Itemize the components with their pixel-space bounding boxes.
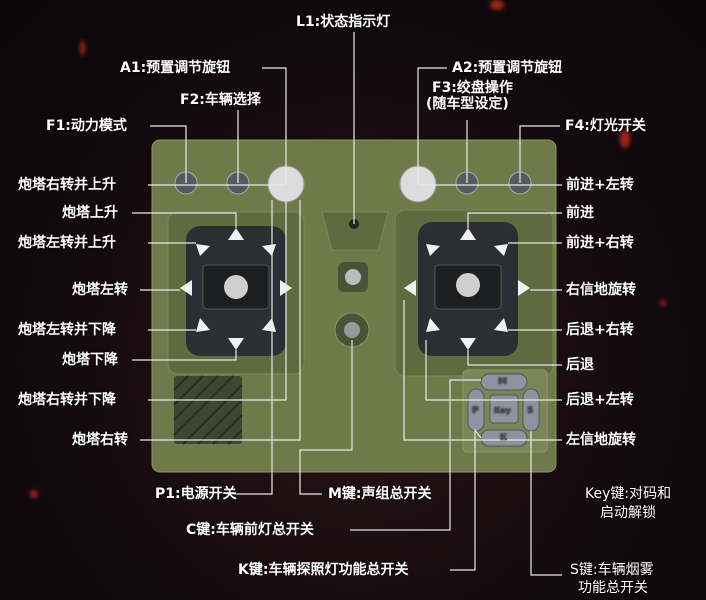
s-key-label-line2: 功能总开关 (578, 580, 648, 596)
f1-label: F1:动力模式 (46, 118, 127, 134)
left-label-4: 炮塔左转 (72, 282, 128, 298)
p-key-letter: P (472, 406, 479, 416)
f3-label-line2: (随车型设定) (426, 96, 509, 112)
m-key-letter: M (498, 377, 507, 387)
left-label-3: 炮塔左转并上升 (18, 235, 116, 251)
left-label-7: 炮塔右转并下降 (18, 392, 116, 408)
right-joystick-knob (456, 273, 480, 297)
s-key-letter: S (527, 406, 534, 416)
right-label-2: 前进 (566, 205, 594, 221)
key-label-line1: Key键:对码和 (585, 486, 672, 502)
a1-label: A1:预置调节旋钮 (120, 60, 231, 76)
center-toggle (344, 322, 360, 338)
left-label-1: 炮塔右转并上升 (18, 177, 116, 193)
f3-label-line1: F3:绞盘操作 (432, 80, 513, 96)
right-label-6: 后退 (566, 357, 594, 373)
left-label-8: 炮塔右转 (72, 432, 128, 448)
right-label-7: 后退+左转 (566, 392, 634, 408)
right-label-1: 前进+左转 (566, 177, 634, 193)
left-joystick-knob (224, 275, 248, 299)
p1-power-switch (345, 269, 361, 285)
p1-label: P1:电源开关 (155, 486, 237, 502)
leader-lines (132, 32, 562, 576)
speaker-grille (174, 376, 242, 444)
k-key-letter: K (500, 433, 507, 443)
m-key[interactable] (480, 373, 528, 391)
l1-label: L1:状态指示灯 (296, 14, 391, 30)
f4-label: F4:灯光开关 (565, 118, 646, 134)
right-label-4: 右信地旋转 (566, 282, 636, 298)
right-label-8: 左信地旋转 (566, 432, 636, 448)
k-key-label: K键:车辆探照灯功能总开关 (238, 562, 409, 578)
key-button[interactable] (489, 394, 519, 424)
key-label-line2: 启动解锁 (600, 505, 656, 521)
left-label-2: 炮塔上升 (62, 205, 118, 221)
right-label-5: 后退+右转 (566, 322, 634, 338)
key-button-letter: Key (494, 406, 511, 415)
a2-label: A2:预置调节旋钮 (452, 60, 563, 76)
m-key-label: M键:声组总开关 (328, 486, 432, 502)
left-label-6: 炮塔下降 (62, 352, 118, 368)
c-key-label: C键:车辆前灯总开关 (186, 522, 314, 538)
right-label-3: 前进+右转 (566, 235, 634, 251)
s-key-label-line1: S键:车辆烟雾 (570, 562, 654, 578)
f2-label: F2:车辆选择 (180, 92, 261, 108)
left-label-5: 炮塔左转并下降 (18, 322, 116, 338)
right-direction-arrows (404, 228, 530, 350)
